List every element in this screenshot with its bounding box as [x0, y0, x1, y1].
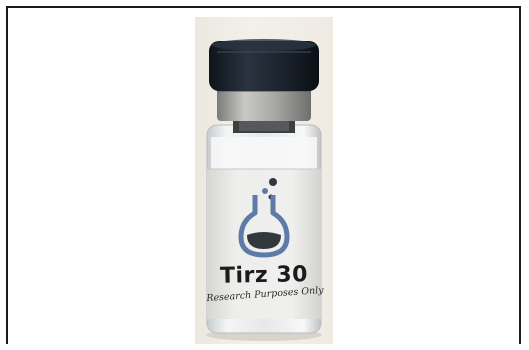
flip-cap: [209, 41, 319, 91]
crimp-ring: [217, 87, 311, 121]
vial-illustration: [206, 39, 322, 341]
flask-with-bubbles-icon: [238, 178, 290, 258]
product-photo: Tirz 30 Research Purposes Only: [195, 17, 333, 344]
